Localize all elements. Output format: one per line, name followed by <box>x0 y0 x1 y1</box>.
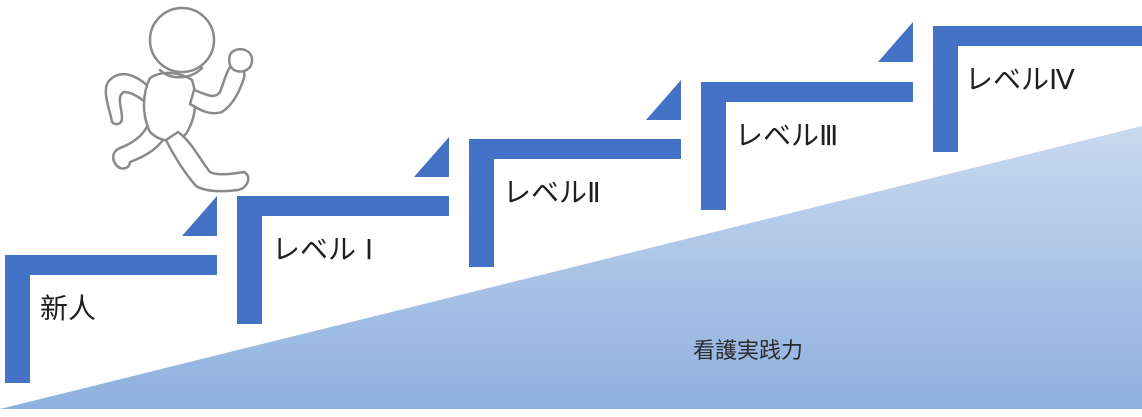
step-label-novice: 新人 <box>40 292 97 325</box>
step-label-level-1: レベル Ⅰ <box>272 233 374 266</box>
step-novice-corner <box>182 196 217 236</box>
step-level-1-corner <box>414 137 449 177</box>
growth-ramp <box>0 126 1142 409</box>
step-level-3-corner <box>878 22 913 62</box>
running-person-icon <box>104 6 254 193</box>
step-label-level-4: レベルⅣ <box>965 63 1075 96</box>
step-level-2 <box>469 139 681 267</box>
step-level-4 <box>933 26 1142 152</box>
step-novice <box>5 255 217 383</box>
ramp-label: 看護実践力 <box>693 339 804 364</box>
step-level-2-corner <box>646 80 681 120</box>
step-label-level-2: レベルⅡ <box>503 176 601 209</box>
step-level-1 <box>237 196 449 324</box>
step-label-level-3: レベルⅢ <box>735 119 839 152</box>
step-level-3 <box>701 82 913 210</box>
